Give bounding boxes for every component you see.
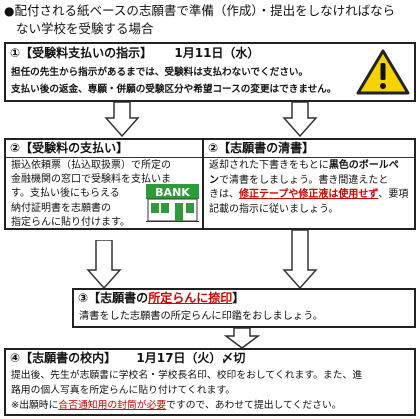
- step2b-text: 記載の指示に従いましょう。: [209, 203, 339, 215]
- bank-label: BANK: [155, 186, 190, 199]
- step4-title: 【志願書の校内】: [20, 351, 117, 365]
- step4-header: ④【志願書の校内】 1月17日（火）〆切: [6, 350, 414, 367]
- step2-body: 振込依頼票（払込取扱票）で所定の 金融機関の窓口で受験料を支払いま す。支払い後…: [6, 158, 202, 231]
- step2-line: 金融機関の窓口で受験料を支払いま: [11, 174, 171, 186]
- arrow-down-icon: [282, 230, 318, 290]
- step4-note: ですので、あわせて提出してください。: [166, 400, 342, 411]
- step2-line: す。支払い後にもらえる: [11, 188, 120, 200]
- step1-number: ①: [10, 46, 21, 60]
- step2b-emphasis: ン: [209, 174, 219, 186]
- step3-title: 】: [232, 291, 245, 305]
- step4-body: 提出後、先生が志願書に学校名・学校長名印、校印をおしてくれます。また、進 路用の…: [6, 367, 414, 414]
- intro-line-1: 配付される紙ベースの志願書で準備（作成）・提出をしなければなら: [14, 3, 396, 18]
- step2b-text: で清書をしましょう。書き間違えたと: [219, 174, 389, 186]
- step2b-text: きは、: [209, 189, 239, 201]
- step2b-header: ②【志願書の清書】: [204, 140, 414, 158]
- step2-number: ②: [10, 141, 21, 155]
- step3-header: ③【志願書の所定らんに捺印】: [74, 290, 414, 307]
- step4-line: 提出後、先生が志願書に学校名・学校長名印、校印をおしてくれます。また、進: [11, 370, 363, 381]
- step2b-body: 返却された下書きをもとに黒色のボールペ ンで清書をしましょう。書き間違えたと き…: [204, 158, 414, 218]
- warning-icon: [356, 49, 410, 95]
- step2-title: 【受験料の支払い】: [20, 141, 129, 155]
- step2-header: ②【受験料の支払い】: [6, 140, 202, 158]
- step2b-warning-text: 修正テープや修正液は使用せず: [239, 189, 379, 201]
- step1-title: 【受験料支払いの指示】: [20, 46, 153, 60]
- step3-title-emphasis: 所定らんに捺印: [148, 291, 233, 305]
- step4-line: 路用の個人写真を所定らんに貼り付けてくれます。: [11, 385, 236, 396]
- arrow-down-icon: [282, 102, 318, 138]
- arrow-down-icon: [86, 240, 122, 290]
- step2-line: 指定らんに貼り付けます。: [11, 216, 130, 228]
- step1-box: ①【受験料支払いの指示】 1月11日（水） 担任の先生から指示があるまでは、受験…: [4, 42, 416, 102]
- arrow-down-icon: [224, 328, 260, 349]
- step4-number: ④: [10, 351, 21, 365]
- step2b-box: ②【志願書の清書】 返却された下書きをもとに黒色のボールペ ンで清書をしましょう…: [202, 138, 416, 230]
- step4-date: 1月17日（火）〆切: [136, 351, 246, 365]
- step1-body: 担任の先生から指示があるまでは、受験料は支払わないでください。 支払い後の返金、…: [6, 62, 414, 99]
- intro-line-2: ない学校を受験する場合: [16, 21, 154, 36]
- bank-icon: BANK: [146, 184, 199, 222]
- step2b-number: ②: [208, 141, 219, 155]
- step3-line: 清書をした志願書の所定らんに印鑑をおしましょう。: [79, 311, 323, 322]
- step2-line: 納付証明書を志願書の: [11, 202, 111, 214]
- intro-heading: ●配付される紙ベースの志願書で準備（作成）・提出をしなければなら ない学校を受験…: [4, 2, 416, 37]
- step1-line-1: 担任の先生から指示があるまでは、受験料は支払わないでください。: [11, 67, 309, 78]
- step4-note: ※出願時に: [11, 400, 59, 411]
- step1-line-2: 支払い後の返金、専願・併願の受験区分や希望コースの変更はできません。: [11, 84, 337, 95]
- step2b-emphasis: 黒色のボールペ: [328, 160, 399, 171]
- step2-line: 振込依頼票（払込取扱票）で所定の: [11, 160, 171, 171]
- bullet-icon: ●: [4, 4, 15, 18]
- step2b-text: 、要項: [378, 189, 409, 201]
- step4-box: ④【志願書の校内】 1月17日（火）〆切 提出後、先生が志願書に学校名・学校長名…: [4, 348, 416, 416]
- step3-box: ③【志願書の所定らんに捺印】 清書をした志願書の所定らんに印鑑をおしましょう。: [72, 288, 416, 328]
- step2b-text: 返却された下書きをもとに: [209, 160, 329, 171]
- step2b-title: 【志願書の清書】: [218, 141, 315, 155]
- step1-header: ①【受験料支払いの指示】 1月11日（水）: [6, 44, 414, 62]
- step1-date: 1月11日（水）: [174, 46, 260, 60]
- step3-body: 清書をした志願書の所定らんに印鑑をおしましょう。: [74, 307, 414, 326]
- step3-number: ③: [78, 291, 89, 305]
- arrow-down-icon: [104, 102, 140, 138]
- step3-title: 【志願書の: [88, 291, 149, 305]
- step4-note-emphasis: 合否通知用の封筒が必要: [58, 400, 167, 411]
